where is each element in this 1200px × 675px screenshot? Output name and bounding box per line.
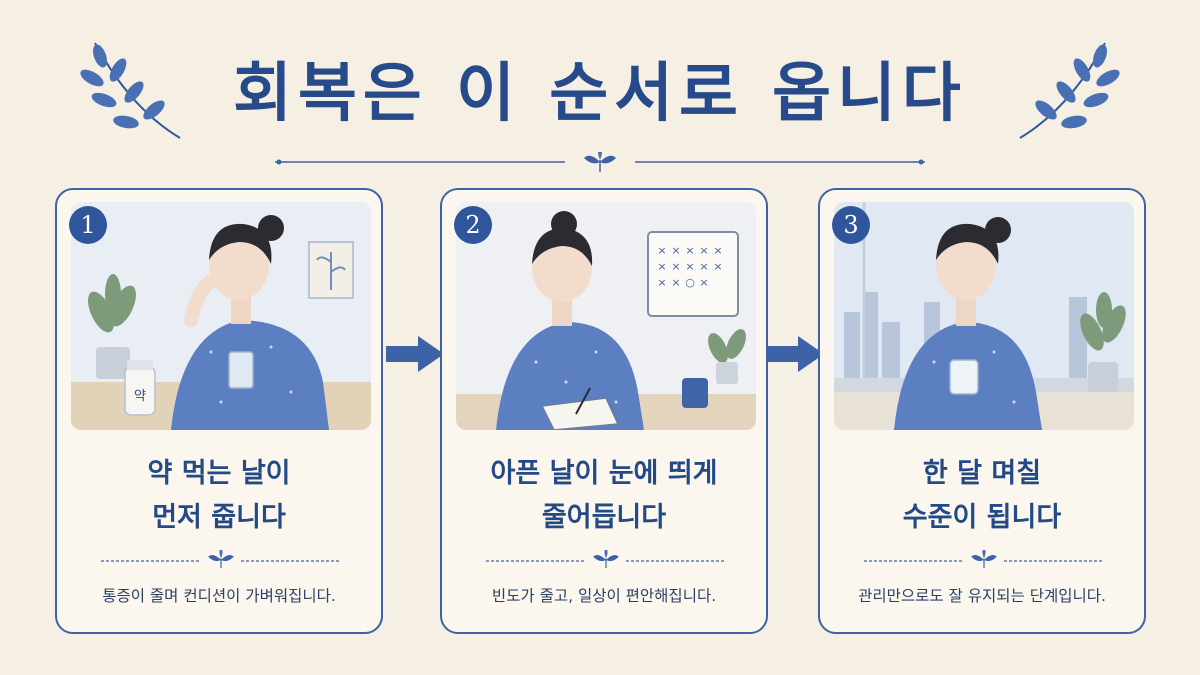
card-divider [101, 550, 341, 569]
headline-line-1: 아픈 날이 눈에 띄게 [490, 458, 718, 489]
svg-text:×: × [671, 260, 680, 273]
woman-window-cup-illustration [834, 202, 1134, 430]
step-description: 관리만으로도 잘 유지되는 단계입니다. [858, 587, 1106, 605]
page-title: 회복은 이 순서로 옵니다 [233, 56, 967, 131]
step-headline: 한 달 며칠 수준이 됩니다 [820, 452, 1144, 540]
step-headline: 약 먹는 날이 먼저 줍니다 [57, 452, 381, 540]
arrow-right-icon [386, 336, 444, 372]
bottle-label: 약 [134, 389, 146, 404]
svg-text:×: × [671, 276, 680, 289]
step-description: 통증이 줄며 컨디션이 가벼워집니다. [102, 587, 336, 605]
svg-text:×: × [671, 244, 680, 257]
headline-line-1: 약 먹는 날이 [147, 458, 291, 489]
svg-text:×: × [713, 244, 722, 257]
headline-line-2: 먼저 줍니다 [152, 502, 286, 533]
svg-text:×: × [699, 276, 708, 289]
arrow-right-icon [766, 336, 824, 372]
step-card-1: 1 약 약 먹는 날이 먼저 줍니다 통증이 줄며 컨디션이 가벼워집니다. [55, 188, 383, 634]
svg-text:×: × [657, 244, 666, 257]
svg-text:×: × [713, 260, 722, 273]
step-headline: 아픈 날이 눈에 띄게 줄어듭니다 [442, 452, 766, 540]
svg-text:×: × [657, 276, 666, 289]
svg-text:×: × [657, 260, 666, 273]
headline-line-2: 줄어듭니다 [541, 502, 667, 533]
svg-text:×: × [699, 260, 708, 273]
leaf-branch-right-icon [1019, 42, 1120, 139]
svg-text:○: ○ [685, 276, 695, 289]
step-number-badge: 2 [454, 206, 492, 244]
svg-text:×: × [685, 260, 694, 273]
leaf-branch-left-icon [80, 42, 181, 139]
headline-line-2: 수준이 됩니다 [902, 502, 1062, 533]
step-description: 빈도가 줄고, 일상이 편안해집니다. [491, 587, 717, 605]
svg-text:×: × [699, 244, 708, 257]
step-card-3: 3 한 달 며칠 수준이 됩니다 관리만으로도 잘 유지되는 단계입니다. [818, 188, 1146, 634]
title-divider [275, 152, 925, 172]
card-divider [864, 550, 1104, 569]
step-number-badge: 1 [69, 206, 107, 244]
headline-line-1: 한 달 며칠 [922, 458, 1042, 489]
card-divider [486, 550, 726, 569]
woman-taking-pill-illustration: 약 [71, 202, 371, 430]
woman-writing-calendar-illustration: × × × × × × × × × × × × ○ × [456, 202, 756, 430]
svg-text:×: × [685, 244, 694, 257]
step-card-2: 2 × × × × × × × × × × × × ○ × 아픈 날이 눈에 띄게 줄어듭니다 빈도가… [440, 188, 768, 634]
step-number-badge: 3 [832, 206, 870, 244]
